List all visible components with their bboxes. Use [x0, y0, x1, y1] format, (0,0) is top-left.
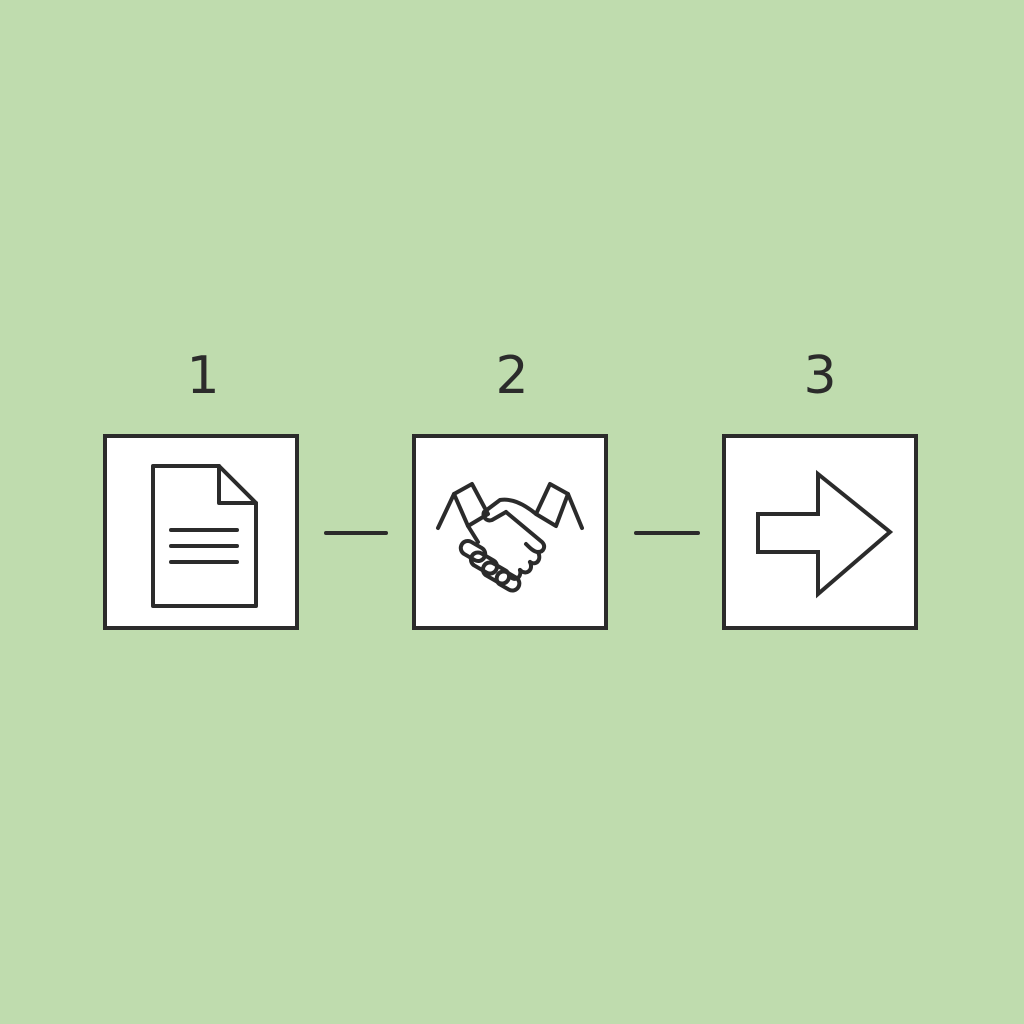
connector-1-2: [324, 531, 388, 535]
step-2-box: [412, 434, 608, 630]
connector-2-3: [634, 531, 700, 535]
step-2-number: 2: [495, 346, 529, 406]
step-3-box: [722, 434, 918, 630]
step-1-box: [103, 434, 299, 630]
arrow-right-icon: [756, 469, 894, 599]
step-1-number: 1: [186, 346, 220, 406]
step-3-number: 3: [803, 346, 837, 406]
document-icon: [151, 464, 258, 608]
handshake-icon: [436, 482, 584, 593]
